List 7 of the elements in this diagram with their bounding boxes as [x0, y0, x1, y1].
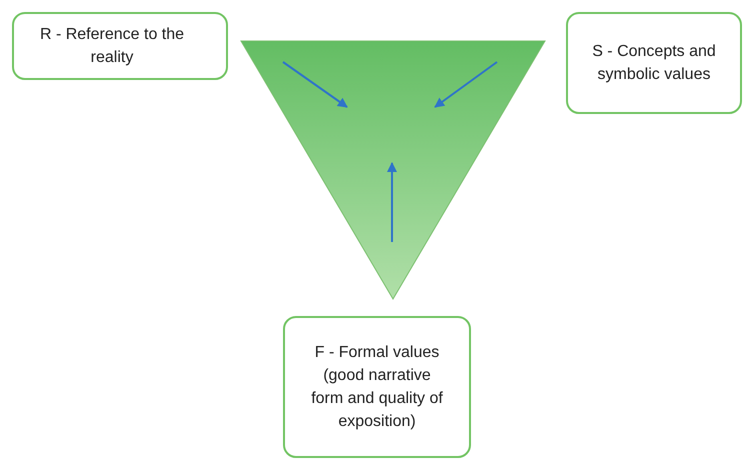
text-box: [12, 12, 228, 80]
box-text: R - Reference to the reality: [38, 24, 186, 68]
text-box: [566, 12, 742, 114]
box-text: S - Concepts and symbolic values: [591, 42, 717, 85]
triangle-shape: [240, 40, 546, 300]
text-box: [283, 316, 471, 458]
box-text: F - Formal values (good narrative form and quality of exposition): [310, 342, 444, 432]
